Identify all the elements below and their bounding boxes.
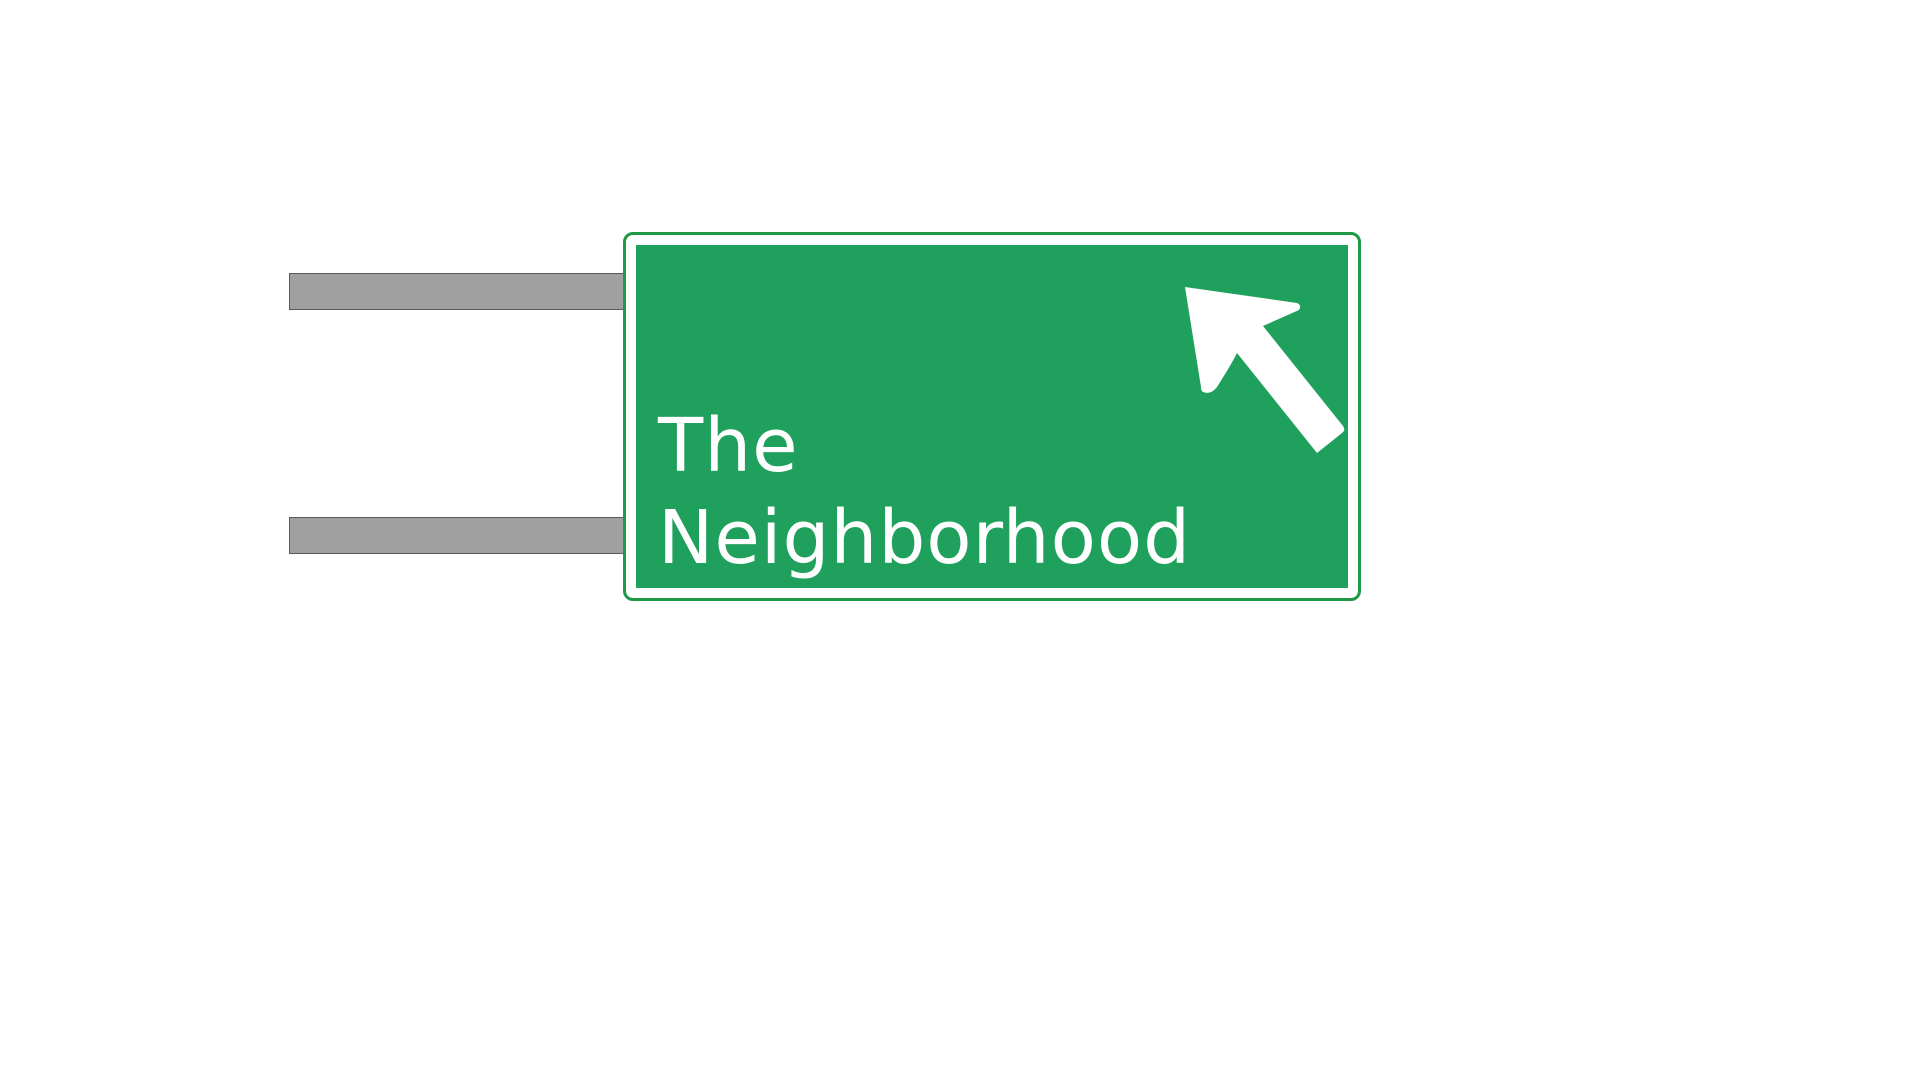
highway-sign: The Neighborhood bbox=[623, 232, 1361, 601]
sign-panel: The Neighborhood bbox=[636, 245, 1348, 588]
sign-line-2: Neighborhood bbox=[658, 495, 1192, 581]
sign-line-1: The bbox=[658, 403, 799, 489]
sign-post-top bbox=[289, 273, 626, 310]
sign-destination: The Neighborhood bbox=[658, 400, 1191, 584]
arrow-up-left-icon bbox=[1185, 287, 1345, 453]
sign-post-bottom bbox=[289, 517, 626, 554]
